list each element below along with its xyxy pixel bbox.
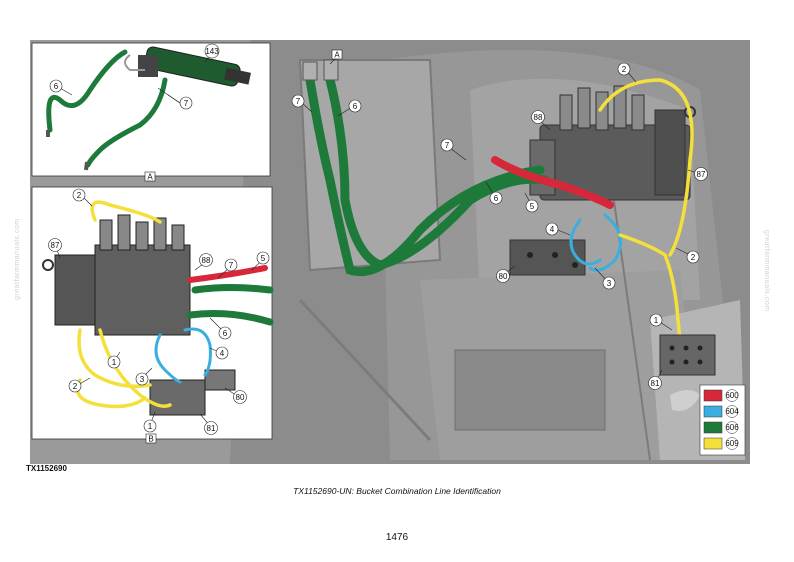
callout-6b-main: 6 [489,191,503,205]
callout-3-main: 3 [602,276,616,290]
callout-2-inset-b-bottom: 2 [68,379,82,393]
figure-id: TX1152690 [26,464,67,473]
svg-text:81: 81 [207,424,216,433]
legend-item-604: 604 [703,405,739,418]
svg-text:87: 87 [51,241,60,250]
callout-80-main: 80 [496,269,510,283]
callout-7-main: 7 [291,94,305,108]
callout-2-main-top: 2 [617,62,631,76]
svg-text:606: 606 [725,423,739,432]
svg-text:5: 5 [530,202,535,211]
svg-text:88: 88 [202,256,211,265]
svg-text:4: 4 [220,349,225,358]
callout-4-inset-b: 4 [215,346,229,360]
svg-text:4: 4 [550,225,555,234]
svg-text:7: 7 [296,97,301,106]
legend-item-600: 600 [703,389,739,402]
callout-7-inset-b: 7 [224,258,238,272]
figure-caption: TX1152690-UN: Bucket Combination Line Id… [293,486,501,496]
view-label-b: B [145,433,157,444]
callout-7b-main: 7 [440,138,454,152]
callout-88-inset-b: 88 [199,253,213,267]
legend-item-606: 606 [703,421,739,434]
svg-text:5: 5 [261,254,266,263]
callout-4-main: 4 [545,222,559,236]
callout-6-inset-b: 6 [218,326,232,340]
callout-5-inset-b: 5 [256,251,270,265]
callout-143-inset-a: 143 [204,43,220,59]
main-hoses [305,75,694,342]
callout-1-inset-b-mid: 1 [107,355,121,369]
inset-view-a: 6 7 143 A [31,42,271,182]
callout-81-inset-b: 81 [204,421,218,435]
svg-text:2: 2 [622,65,627,74]
color-legend: 600 604 606 609 [699,384,746,456]
svg-text:87: 87 [697,170,706,179]
svg-text:2: 2 [73,382,78,391]
watermark-left: greatfarmmanuals.com [14,218,21,300]
svg-text:B: B [148,435,153,444]
connector-block-81-main [659,334,716,376]
svg-text:1: 1 [148,422,153,431]
svg-text:600: 600 [725,391,739,400]
svg-text:A: A [147,173,153,182]
svg-text:7: 7 [229,261,234,270]
hose-fittings [302,59,339,81]
callout-6-main: 6 [348,99,362,113]
svg-text:80: 80 [236,393,245,402]
watermark-right: greatfarmmanuals.com [763,230,770,312]
callout-87-main: 87 [694,167,708,181]
svg-text:6: 6 [223,329,228,338]
svg-text:80: 80 [499,272,508,281]
legend-item-609: 609 [703,437,739,450]
page-number: 1476 [385,532,409,543]
bucket-cylinder-143 [138,46,251,87]
callouts-main: A 7 6 7 88 6 5 4 3 2 87 2 1 81 80 [291,49,708,390]
callout-81-main: 81 [648,376,662,390]
svg-text:3: 3 [140,375,145,384]
svg-text:88: 88 [534,113,543,122]
svg-text:1: 1 [654,316,659,325]
callout-87-inset-b: 87 [48,238,62,252]
svg-text:A: A [334,51,340,60]
callout-5-main: 5 [525,199,539,213]
callout-2-inset-b-top: 2 [72,188,86,202]
svg-text:3: 3 [607,279,612,288]
svg-text:143: 143 [205,47,219,56]
svg-text:2: 2 [77,191,82,200]
callout-6-inset-a: 6 [49,79,63,93]
callout-2-main-right: 2 [686,250,700,264]
svg-text:81: 81 [651,379,660,388]
svg-text:6: 6 [494,194,499,203]
svg-text:7: 7 [445,141,450,150]
callout-80-inset-b: 80 [233,390,247,404]
callout-A-top: A [331,49,343,60]
callout-3-inset-b: 3 [135,372,149,386]
callout-1-inset-b-bottom: 1 [143,419,157,433]
svg-text:609: 609 [725,439,739,448]
callout-7-inset-a: 7 [179,96,193,110]
svg-text:2: 2 [691,253,696,262]
svg-text:6: 6 [54,82,59,91]
callout-1-main: 1 [649,313,663,327]
inset-view-b: 2 87 88 7 5 6 4 80 81 1 1 3 2 B [31,186,274,444]
svg-text:7: 7 [184,99,189,108]
callout-88-main: 88 [531,110,545,124]
svg-text:1: 1 [112,358,117,367]
svg-text:6: 6 [353,102,358,111]
view-label-a: A [144,171,156,182]
svg-text:604: 604 [725,407,739,416]
